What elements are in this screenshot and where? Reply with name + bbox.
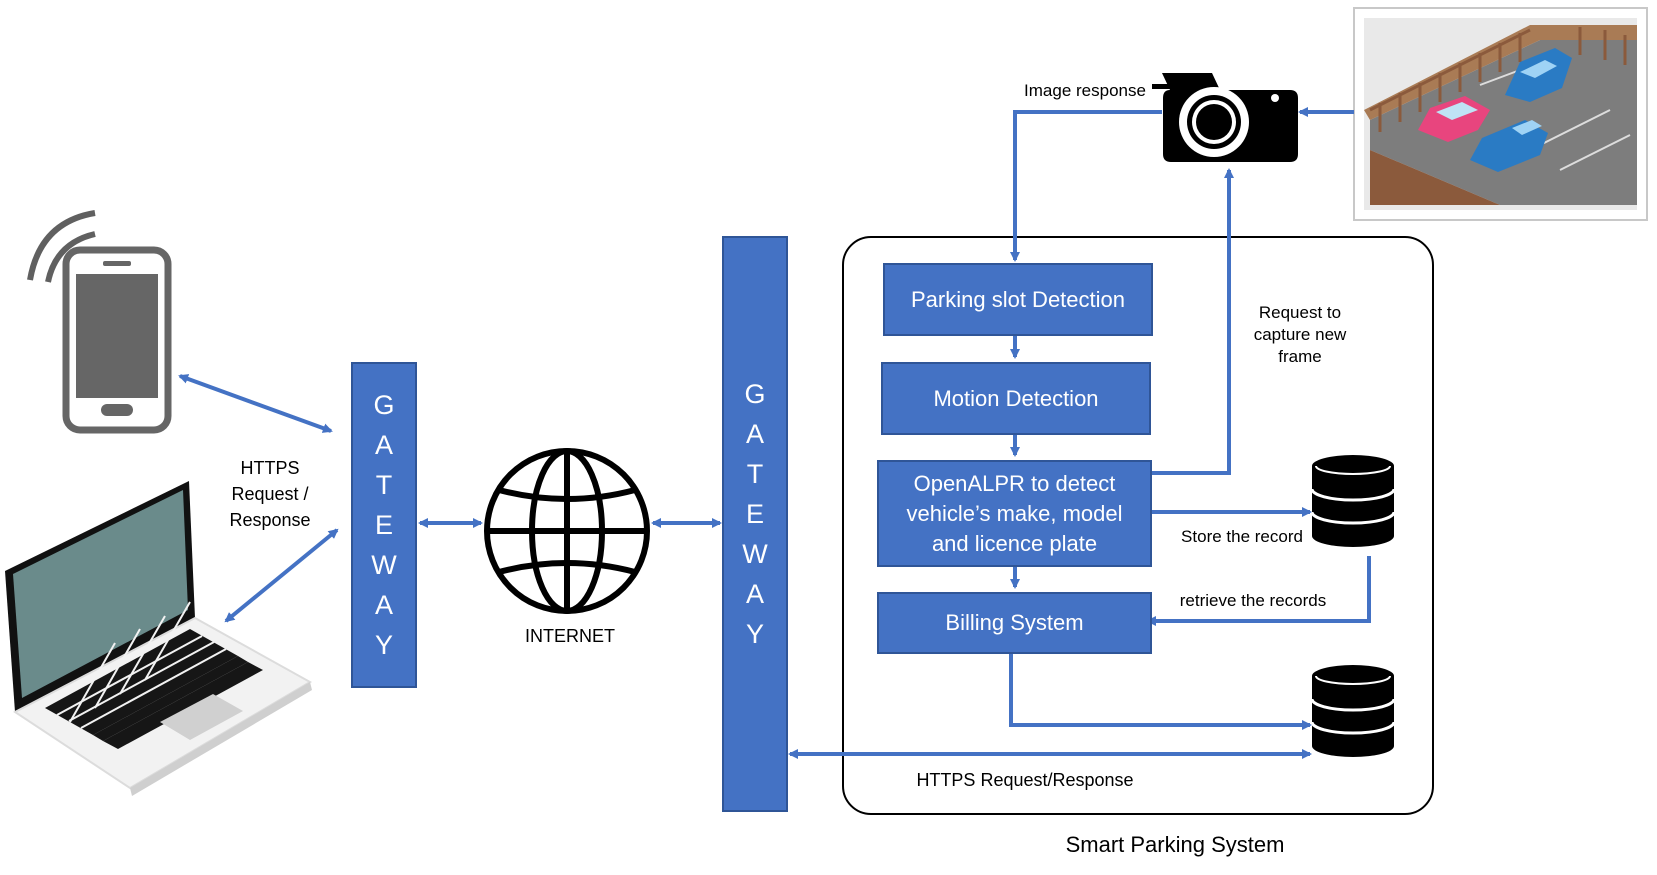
gateway-right-letter: E <box>745 499 764 529</box>
gateway-left-letter: E <box>374 510 393 540</box>
car-pink <box>1418 96 1490 142</box>
gateway-right-letter: T <box>746 459 764 489</box>
gateway-right: G A T E W A Y <box>722 236 788 812</box>
smart-parking-system-title: Smart Parking System <box>1065 832 1285 857</box>
gateway-right-letter: A <box>745 579 764 609</box>
parking-lot-image <box>1353 7 1648 221</box>
gateway-left-letter: G <box>373 390 395 420</box>
parking-slot-detection-box: Parking slot Detection <box>883 263 1153 336</box>
image-response-label: Image response <box>1024 81 1146 100</box>
https-bottom-label: HTTPS Request/Response <box>916 770 1134 790</box>
smart-parking-system-container <box>842 236 1434 815</box>
gateway-left-letter: A <box>374 430 393 460</box>
gateway-left-letter: A <box>374 590 393 620</box>
request-capture-label: Request to capture new frame <box>1253 303 1347 366</box>
motion-detection-box: Motion Detection <box>881 362 1151 435</box>
gateway-left-letter: W <box>371 550 397 580</box>
gateway-left-letter: T <box>375 470 393 500</box>
arrow-phone-gateway <box>178 374 333 433</box>
database-icon-web <box>1310 665 1396 757</box>
retrieve-records-label: retrieve the records <box>1179 591 1327 610</box>
arrow-db-billing <box>1146 556 1371 626</box>
car-blue-truck <box>1470 120 1548 172</box>
gateway-left-letter: Y <box>374 630 393 660</box>
openalpr-box: OpenALPR to detect vehicle’s make, model… <box>877 460 1152 567</box>
database-icon-store <box>1310 455 1396 547</box>
arrow-camera-to-detection <box>1010 110 1162 262</box>
smartphone-icon <box>27 210 172 434</box>
gateway-right-letter: A <box>745 419 764 449</box>
gateway-right-letter: W <box>742 539 768 569</box>
arrow-openalpr-camera <box>1146 168 1234 475</box>
camera-icon <box>1152 73 1298 162</box>
billing-system-box: Billing System <box>877 592 1152 654</box>
arrow-billing-db <box>1009 651 1312 730</box>
arrow-laptop-gateway <box>224 528 339 623</box>
store-record-label: Store the record <box>1181 527 1303 546</box>
https-request-response-label: HTTPS Request / Response <box>229 458 311 530</box>
globe-icon <box>484 448 650 614</box>
gateway-right-letter: G <box>744 379 766 409</box>
car-blue-top <box>1505 48 1572 102</box>
laptop-icon <box>5 481 313 796</box>
gateway-right-letter: Y <box>745 619 764 649</box>
gateway-left: G A T E W A Y <box>351 362 417 688</box>
internet-label: INTERNET <box>525 626 615 646</box>
